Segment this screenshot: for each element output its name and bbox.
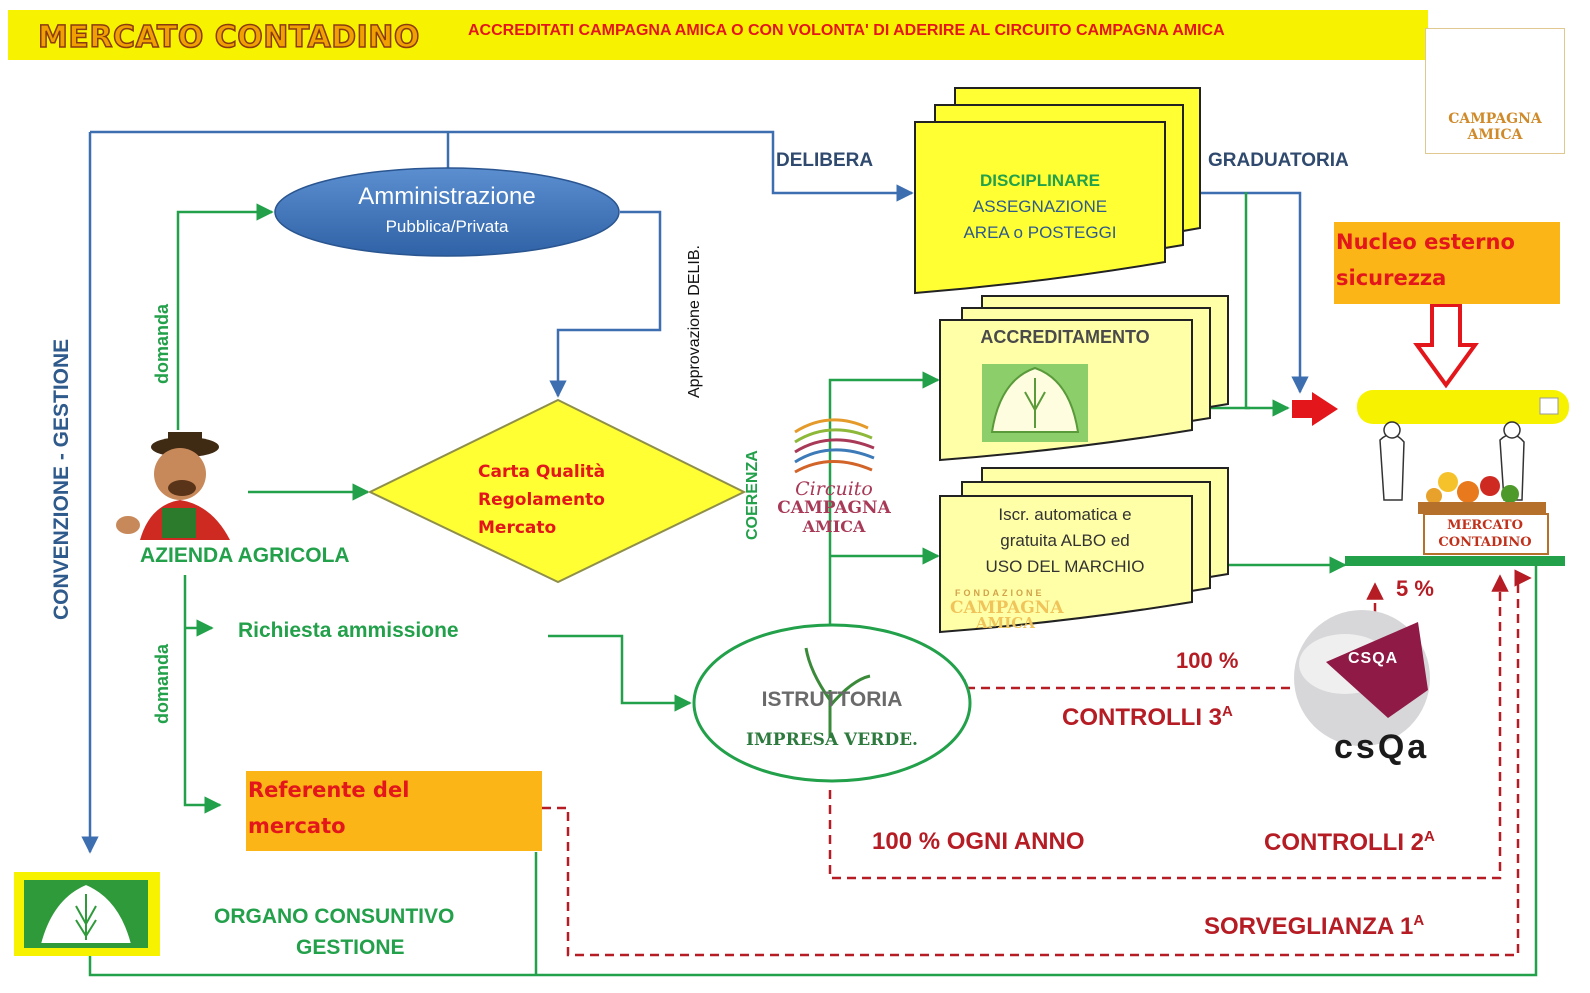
percent-100-label: 100 % (1176, 648, 1239, 673)
iscrizione-line2: gratuita ALBO ed (1000, 531, 1130, 550)
diamond-line1: Carta Qualità (478, 462, 606, 482)
control-lines (542, 569, 1532, 957)
market-sign-line1: MERCATO (1447, 518, 1523, 533)
domanda-label-bottom: domanda (152, 643, 172, 724)
nucleo-line2: sicurezza (1336, 266, 1447, 290)
sorveglianza-sup: A (1413, 912, 1425, 929)
csqa-logo (1294, 610, 1430, 746)
istruttoria-sprout-icon (804, 647, 871, 738)
delibera-label: DELIBERA (776, 150, 874, 171)
disciplinare-line3: AREA o POSTEGGI (963, 223, 1117, 242)
referente-box (246, 771, 542, 851)
blue-connectors (81, 130, 1309, 854)
azienda-agricola-label: AZIENDA AGRICOLA (140, 544, 350, 567)
banner-title: MERCATO CONTADINO (37, 19, 420, 56)
quality-diamond (367, 398, 747, 584)
nucleo-line1: Nucleo esterno (1336, 230, 1515, 254)
circuito-line1: Circuito (795, 478, 873, 500)
diamond-line3: Mercato (478, 518, 557, 538)
richiesta-ammissione-label: Richiesta ammissione (238, 619, 459, 642)
sorveglianza-label: SORVEGLIANZA 1A (1204, 912, 1425, 940)
istruttoria-subtitle: IMPRESA VERDE. (746, 730, 918, 750)
red-arrow-icon (1292, 392, 1338, 426)
disciplinare-doc (914, 87, 1201, 295)
administration-title: Amministrazione (358, 183, 536, 210)
circuito-logo (794, 418, 875, 474)
controlli-2-label: CONTROLLI 2A (1264, 828, 1435, 856)
ogni-anno-label: 100 % OGNI ANNO (872, 828, 1085, 855)
iscrizione-line3: USO DEL MARCHIO (985, 557, 1145, 576)
istruttoria-title: ISTRUTTORIA (761, 688, 903, 711)
organo-line2: GESTIONE (296, 936, 405, 959)
accreditamento-emblem (982, 364, 1088, 442)
circuito-line2: CAMPAGNA (777, 498, 891, 518)
disciplinare-line1: DISCIPLINARE (980, 171, 1100, 190)
graduatoria-label: GRADUATORIA (1208, 150, 1349, 171)
domanda-label-top: domanda (152, 303, 172, 384)
logo-line1: CAMPAGNA (1448, 111, 1542, 127)
circuito-line3: AMICA (802, 517, 866, 536)
fondazione-line2: CAMPAGNA (950, 598, 1064, 618)
controlli-2-sup: A (1424, 828, 1435, 845)
market-sign-line2: CONTADINO (1438, 535, 1532, 550)
fondazione-line1: FONDAZIONE (955, 588, 1045, 598)
administration-subtitle: Pubblica/Privata (385, 217, 509, 236)
header-banner (8, 10, 1428, 60)
referente-line2: mercato (248, 814, 346, 838)
fondazione-line3: AMICA (976, 614, 1035, 632)
convenzione-gestione-label: CONVENZIONE - GESTIONE (50, 338, 73, 620)
administration-ellipse (274, 167, 620, 257)
nucleo-box (1334, 222, 1560, 304)
iscrizione-line1: Iscr. automatica e (998, 505, 1132, 524)
down-arrow-icon (1413, 303, 1479, 389)
approval-label: Approvazione DELIB. (686, 245, 703, 398)
csqa-text: csQa (1334, 728, 1430, 766)
logo-line2: AMICA (1467, 127, 1523, 143)
campagna-amica-logo: CAMPAGNA AMICA (1425, 28, 1565, 154)
disciplinare-line2: ASSEGNAZIONE (972, 197, 1108, 216)
percent-5-label: 5 % (1396, 576, 1434, 601)
organo-emblem (14, 872, 160, 956)
controlli-3-label: CONTROLLI 3A (1062, 703, 1233, 731)
controlli-3-sup: A (1222, 703, 1233, 720)
coerenza-label: COERENZA (744, 450, 761, 540)
banner-subtitle: ACCREDITATI CAMPAGNA AMICA O CON VOLONTA… (468, 22, 1225, 39)
iscrizione-doc (939, 467, 1229, 634)
referente-line1: Referente del (248, 778, 410, 802)
farmer-illustration (116, 432, 230, 540)
accreditamento-label: ACCREDITAMENTO (980, 327, 1150, 347)
green-connectors (88, 192, 1538, 977)
csqa-logo-label: CSQA (1348, 650, 1399, 667)
organo-line1: ORGANO CONSUNTIVO (214, 905, 455, 928)
market-illustration (1345, 390, 1569, 566)
diamond-line2: Regolamento (478, 490, 605, 510)
